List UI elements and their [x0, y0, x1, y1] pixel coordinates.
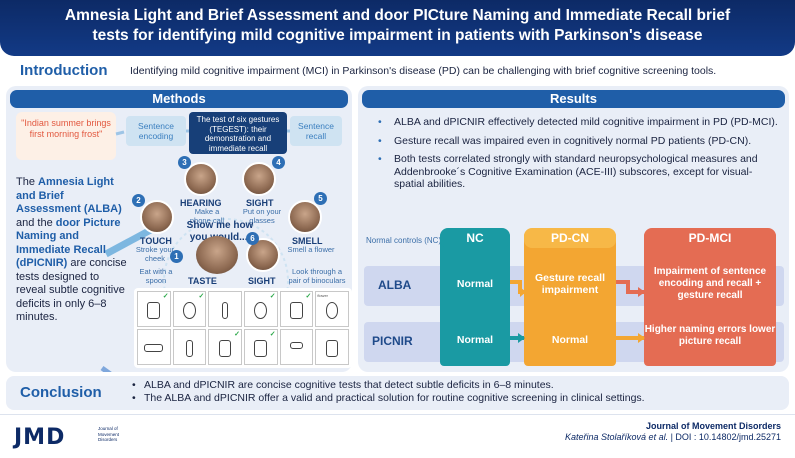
check-icon: ✓ — [198, 293, 205, 300]
picture-naming-grid: ✓ ✓ ✓ ✓ flower ✓ ✓ — [134, 288, 352, 368]
gesture-action: Smell a flower — [287, 245, 335, 254]
gesture-action: Stroke your cheek — [135, 245, 175, 263]
normal-controls-label: Normal controls (NC) — [366, 236, 442, 245]
cell-nc-alba: Normal — [456, 278, 494, 290]
picture-cell: ✓ — [279, 291, 314, 327]
picnir-term: door Picture Naming and Immediate Recall… — [16, 216, 121, 270]
desc-part-3: are concise tests designed to reveal sub… — [16, 257, 127, 323]
results-panel: Results ALBA and dPICNIR effectively det… — [358, 86, 789, 372]
column-pd-mci: PD-MCI Impairment of sentence encoding a… — [644, 228, 776, 366]
check-icon: ✓ — [305, 293, 312, 300]
results-list: ALBA and dPICNIR effectively detected mi… — [372, 116, 782, 197]
picture-cell: flower — [315, 291, 349, 327]
gesture-number: 6 — [246, 232, 259, 245]
jmd-logo: JMD — [14, 425, 66, 450]
result-item: ALBA and dPICNIR effectively detected mi… — [372, 116, 782, 129]
check-icon: ✓ — [162, 293, 169, 300]
methods-title: Methods — [10, 90, 348, 108]
introduction-label: Introduction — [20, 62, 108, 79]
gesture-number: 5 — [314, 192, 327, 205]
column-header-pd-cn: PD-CN — [524, 228, 616, 248]
citation-line: Kateřina Stolaříková et al. | DOI : 10.1… — [565, 432, 781, 443]
picture-cell — [208, 291, 242, 327]
gesture-action: Make a phone call — [189, 207, 225, 225]
conclusion-label: Conclusion — [20, 384, 102, 401]
check-icon: ✓ — [234, 331, 240, 338]
picture-cell: ✓ — [137, 291, 171, 327]
title-line-1: Amnesia Light and Brief Assessment and d… — [64, 7, 731, 24]
results-arrows — [510, 280, 645, 343]
gesture-action: Eat with a spoon — [139, 267, 173, 285]
citation-doi: | DOI : 10.14802/jmd.25271 — [668, 432, 781, 442]
result-item: Both tests correlated strongly with stan… — [372, 153, 782, 191]
gesture-name: SIGHT — [246, 198, 274, 208]
gesture-face-touch — [140, 200, 174, 234]
citation-authors: Kateřina Stolaříková et al. — [565, 432, 669, 442]
introduction-text: Identifying mild cognitive impairment (M… — [130, 65, 717, 77]
sentence-recall-box: Sentence recall — [290, 116, 342, 146]
picture-cell: ✓ — [244, 291, 278, 327]
cell-pd-mci-alba: Impairment of sentence encoding and reca… — [653, 266, 767, 301]
sentence-encoding-box: Sentence encoding — [126, 116, 186, 146]
picture-cell — [137, 329, 171, 365]
gesture-name: TOUCH — [140, 236, 172, 246]
picture-cell — [315, 329, 349, 365]
check-icon: ✓ — [269, 331, 276, 338]
picture-cell: ✓ — [172, 291, 207, 327]
header-banner: Amnesia Light and Brief Assessment and d… — [0, 0, 795, 56]
alba-description: The Amnesia Light and Brief Assessment (… — [16, 176, 128, 325]
gesture-name: HEARING — [180, 198, 222, 208]
journal-citation: Journal of Movement Disorders Kateřina S… — [565, 421, 781, 443]
gesture-number: 1 — [170, 250, 183, 263]
methods-panel: Methods "Indian summer brings first morn… — [6, 86, 352, 372]
results-title: Results — [362, 90, 785, 108]
column-header-nc: NC — [440, 228, 510, 248]
cell-pd-cn-alba: Gesture recall impairment — [534, 272, 606, 296]
picture-cell — [279, 329, 314, 365]
gesture-action: Look through a pair of binoculars — [288, 267, 346, 285]
sentence-quote: "Indian summer brings first morning fros… — [16, 112, 116, 160]
result-item: Gesture recall was impaired even in cogn… — [372, 135, 782, 148]
cell-pd-cn-picnir: Normal — [551, 334, 589, 346]
gesture-face-sight-glasses — [242, 162, 276, 196]
gesture-name: SMELL — [292, 236, 323, 246]
desc-part-2: and the — [16, 216, 56, 229]
tegest-box: The test of six gestures (TEGEST): their… — [189, 112, 287, 154]
picture-cell: ✓ — [244, 329, 278, 365]
column-pd-cn: PD-CN Gesture recall impairment Normal — [524, 228, 616, 366]
cell-nc-picnir: Normal — [456, 334, 494, 346]
gesture-action: Put on your glasses — [242, 207, 282, 225]
row-label-picnir: PICNIR — [372, 334, 413, 348]
picture-cell — [172, 329, 207, 365]
logo-subtitle: Journal of Movement Disorders — [98, 426, 120, 442]
gesture-face-hearing — [184, 162, 218, 196]
journal-name: Journal of Movement Disorders — [645, 421, 781, 431]
column-nc: NC Normal Normal — [440, 228, 510, 366]
cell-pd-mci-picnir: Higher naming errors lower picture recal… — [644, 324, 776, 347]
check-icon: ✓ — [269, 293, 276, 300]
title-line-2: tests for identifying mild cognitive imp… — [92, 27, 703, 44]
introduction-section: Introduction Identifying mild cognitive … — [6, 62, 789, 82]
picture-cell: ✓ — [208, 329, 242, 365]
conclusion-item: ALBA and dPICNIR are concise cognitive t… — [130, 379, 645, 392]
alba-term: Amnesia Light and Brief Assessment (ALBA… — [16, 176, 122, 215]
desc-part-1: The — [16, 176, 39, 188]
gesture-face-smell — [288, 200, 322, 234]
gesture-number: 4 — [272, 156, 285, 169]
gesture-name: TASTE — [188, 276, 217, 286]
center-face — [196, 236, 238, 274]
gesture-number: 3 — [178, 156, 191, 169]
footer: JMD Journal of Movement Disorders Journa… — [0, 414, 795, 458]
row-label-alba: ALBA — [378, 278, 412, 292]
column-header-pd-mci: PD-MCI — [644, 228, 776, 248]
gesture-name: SIGHT — [248, 276, 276, 286]
conclusion-item: The ALBA and dPICNIR offer a valid and p… — [130, 392, 645, 405]
arrow-to-pictures — [100, 365, 112, 372]
conclusion-list: ALBA and dPICNIR are concise cognitive t… — [130, 379, 645, 405]
conclusion-section: Conclusion ALBA and dPICNIR are concise … — [6, 376, 789, 410]
gesture-number: 2 — [132, 194, 145, 207]
